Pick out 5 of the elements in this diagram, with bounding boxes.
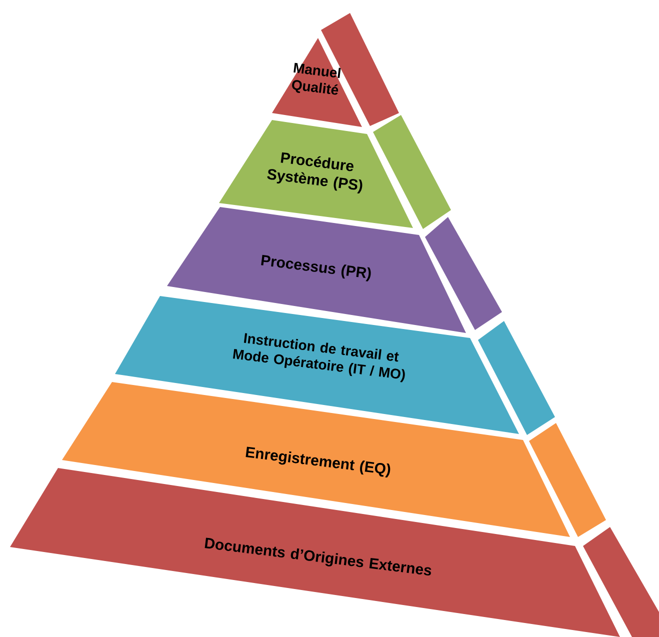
pyramid-layer: Procédure Système (PS) xyxy=(219,115,451,229)
pyramid-layer: Manuel Qualité xyxy=(272,13,399,127)
pyramid-layer: Processus (PR) xyxy=(167,207,502,333)
pyramid-layer: Instruction de travail et Mode Opératoire (IT / MO) xyxy=(115,296,555,435)
pyramid-layer: Enregistrement (EQ) xyxy=(62,382,606,537)
